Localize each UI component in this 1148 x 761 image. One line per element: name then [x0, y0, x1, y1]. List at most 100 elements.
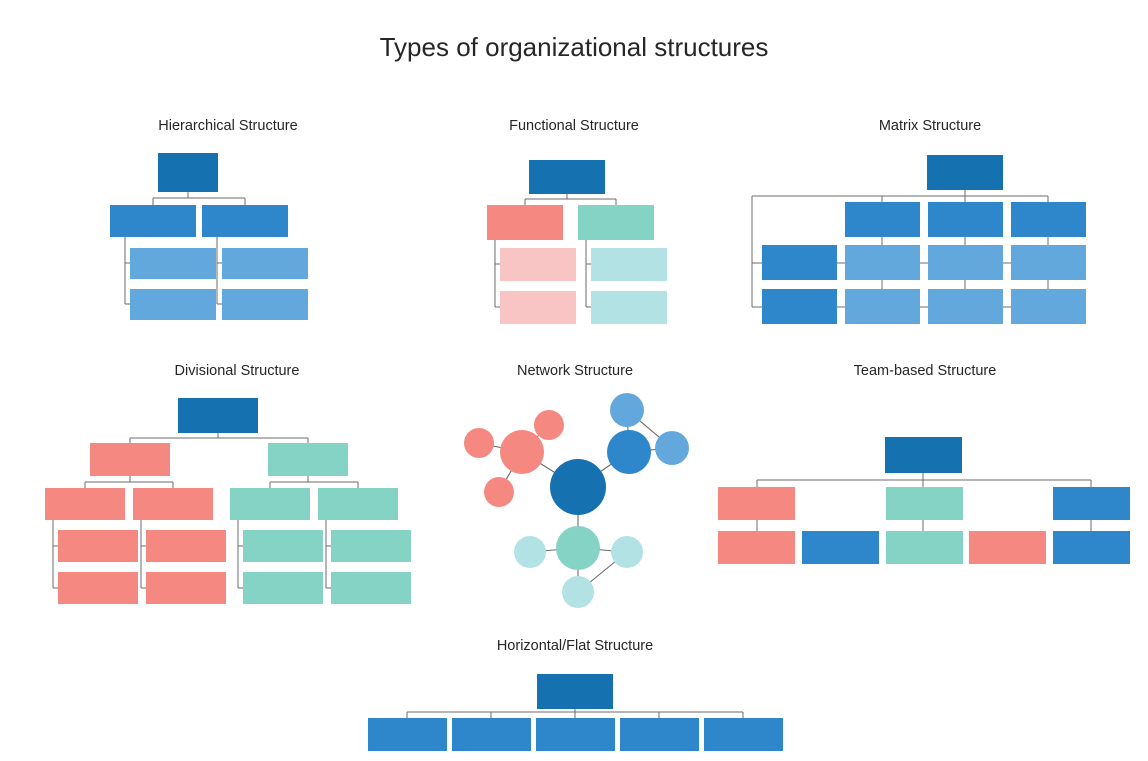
node-leaf-a3[interactable] — [58, 572, 138, 604]
node-unit-5[interactable] — [704, 718, 783, 751]
node-member-3[interactable] — [886, 531, 963, 564]
connector-line — [752, 190, 1049, 202]
network-node-node-teal-3[interactable] — [562, 576, 594, 608]
network-node-node-teal-2[interactable] — [611, 536, 643, 568]
node-leaf-a4[interactable] — [146, 572, 226, 604]
panel-functional: Functional Structure — [487, 118, 667, 324]
node-cell-r1c3[interactable] — [1011, 245, 1086, 280]
connector-line — [524, 194, 617, 205]
network-node-hub-salmon[interactable] — [500, 430, 544, 474]
node-sub-a2[interactable] — [133, 488, 213, 520]
node-row-head-2[interactable] — [762, 289, 837, 324]
node-division-b[interactable] — [268, 443, 348, 476]
connector-line — [216, 237, 222, 305]
network-node-node-salmon-1[interactable] — [464, 428, 494, 458]
node-unit-2[interactable] — [452, 718, 531, 751]
network-node-hub-blue[interactable] — [607, 430, 651, 474]
connector-line — [152, 192, 246, 205]
connector-line — [84, 476, 174, 488]
node-cell-r2c3[interactable] — [1011, 289, 1086, 324]
node-col-head-3[interactable] — [1011, 202, 1086, 237]
connector-line — [881, 237, 1049, 245]
connector-line — [237, 520, 243, 589]
panel-divisional: Divisional Structure — [45, 363, 411, 604]
connector-line — [751, 196, 762, 308]
connector-line — [325, 520, 331, 589]
node-leaf-a1[interactable] — [58, 530, 138, 562]
panel-title-hierarchical: Hierarchical Structure — [158, 118, 297, 134]
connector-line — [124, 237, 130, 305]
node-leaf-3[interactable] — [130, 289, 216, 320]
node-root[interactable] — [885, 437, 962, 473]
node-leaf-2[interactable] — [222, 248, 308, 279]
node-unit-1[interactable] — [368, 718, 447, 751]
node-leaf-a2[interactable] — [500, 291, 576, 324]
network-node-hub-center[interactable] — [550, 459, 606, 515]
panel-hierarchical: Hierarchical Structure — [110, 118, 308, 320]
panel-horizontal-flat: Horizontal/Flat Structure — [368, 638, 783, 751]
node-sub-a1[interactable] — [45, 488, 125, 520]
node-team-lead-1[interactable] — [718, 487, 795, 520]
node-unit-3[interactable] — [536, 718, 615, 751]
node-leaf-b2[interactable] — [331, 530, 411, 562]
node-member-1[interactable] — [718, 531, 795, 564]
node-leaf-a2[interactable] — [146, 530, 226, 562]
node-leaf-a1[interactable] — [500, 248, 576, 281]
panel-title-functional: Functional Structure — [509, 118, 639, 134]
node-leaf-b1[interactable] — [243, 530, 323, 562]
node-branch-a[interactable] — [487, 205, 563, 240]
node-member-4[interactable] — [969, 531, 1046, 564]
panel-title-network: Network Structure — [517, 363, 633, 379]
node-child-1[interactable] — [110, 205, 196, 237]
panel-network: Network Structure — [464, 363, 689, 608]
panel-title-divisional: Divisional Structure — [175, 363, 300, 379]
node-child-2[interactable] — [202, 205, 288, 237]
node-leaf-1[interactable] — [130, 248, 216, 279]
node-leaf-4[interactable] — [222, 289, 308, 320]
node-root[interactable] — [537, 674, 613, 709]
network-node-hub-teal[interactable] — [556, 526, 600, 570]
node-sub-b1[interactable] — [230, 488, 310, 520]
node-cell-r1c2[interactable] — [928, 245, 1003, 280]
connector-line — [129, 433, 309, 443]
node-col-head-2[interactable] — [928, 202, 1003, 237]
panels-layer: Hierarchical Structure Functional Structu… — [45, 118, 1130, 751]
node-member-5[interactable] — [1053, 531, 1130, 564]
node-member-2[interactable] — [802, 531, 879, 564]
node-row-head-1[interactable] — [762, 245, 837, 280]
panel-team-based: Team-based Structure — [718, 363, 1130, 564]
connector-line — [52, 520, 58, 589]
connector-line — [756, 520, 1092, 531]
panel-title-matrix: Matrix Structure — [879, 118, 981, 134]
node-division-a[interactable] — [90, 443, 170, 476]
node-cell-r2c1[interactable] — [845, 289, 920, 324]
node-root[interactable] — [158, 153, 218, 192]
node-unit-4[interactable] — [620, 718, 699, 751]
node-cell-r1c1[interactable] — [845, 245, 920, 280]
node-leaf-b2[interactable] — [591, 291, 667, 324]
panel-matrix: Matrix Structure — [751, 118, 1086, 324]
node-branch-b[interactable] — [578, 205, 654, 240]
node-leaf-b3[interactable] — [243, 572, 323, 604]
network-node-node-salmon-3[interactable] — [484, 477, 514, 507]
network-node-node-blue-1[interactable] — [610, 393, 644, 427]
node-root[interactable] — [927, 155, 1003, 190]
connector-line — [881, 280, 1049, 289]
node-leaf-b1[interactable] — [591, 248, 667, 281]
panel-title-horizontal-flat: Horizontal/Flat Structure — [497, 638, 653, 654]
network-node-node-teal-1[interactable] — [514, 536, 546, 568]
connector-line — [756, 473, 1092, 487]
node-root[interactable] — [178, 398, 258, 433]
node-leaf-b4[interactable] — [331, 572, 411, 604]
connector-line — [406, 709, 744, 718]
node-cell-r2c2[interactable] — [928, 289, 1003, 324]
network-node-node-blue-2[interactable] — [655, 431, 689, 465]
network-node-node-salmon-2[interactable] — [534, 410, 564, 440]
node-team-lead-3[interactable] — [1053, 487, 1130, 520]
node-team-lead-2[interactable] — [886, 487, 963, 520]
connector-line — [585, 240, 591, 308]
node-col-head-1[interactable] — [845, 202, 920, 237]
node-root[interactable] — [529, 160, 605, 194]
node-sub-b2[interactable] — [318, 488, 398, 520]
